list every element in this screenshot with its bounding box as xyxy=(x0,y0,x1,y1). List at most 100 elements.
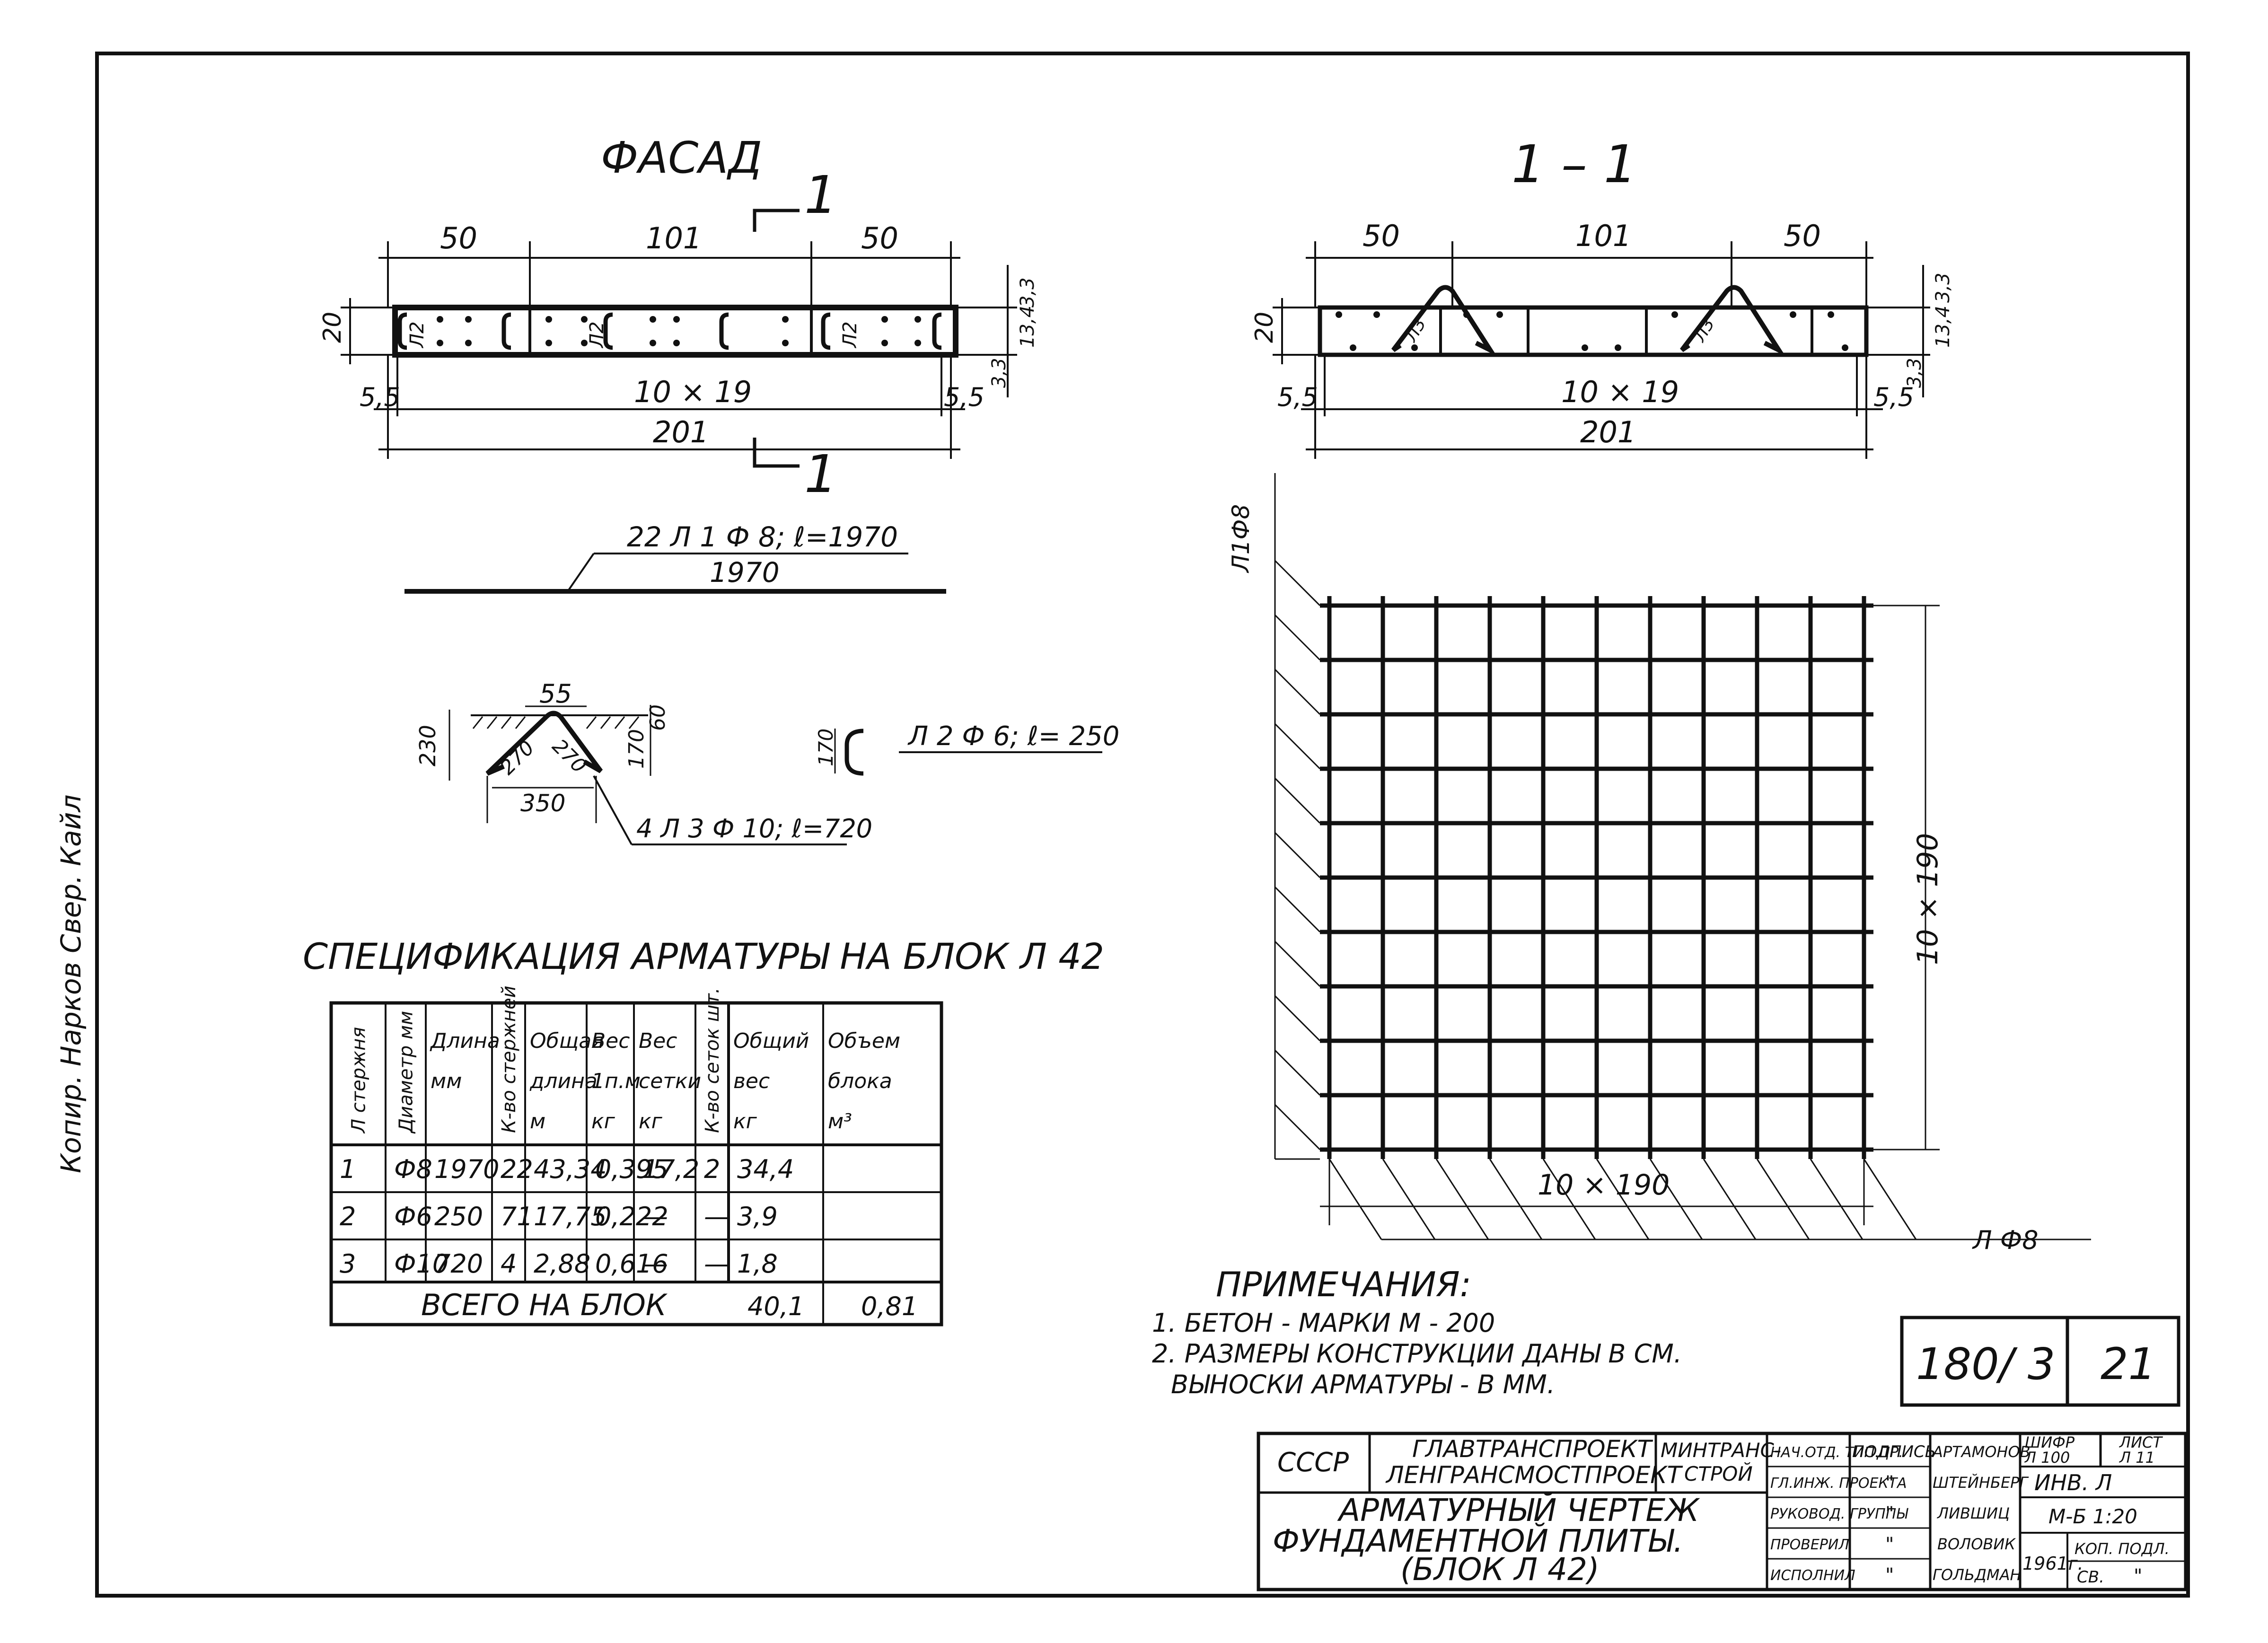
mesh-plan: Л1Ф8 Л Ф8 10 × 190 10 × 190 xyxy=(1227,473,2091,1255)
spec-cell-r2-c7: — xyxy=(642,1202,668,1231)
tb-country: СССР xyxy=(1277,1447,1349,1478)
spec-cell-r1-c6: 0,395 xyxy=(595,1154,668,1184)
bar1-length: 1970 xyxy=(710,556,780,589)
bar3-leg-right: 270 xyxy=(548,734,591,777)
mesh-projection-bottom xyxy=(1435,1159,1489,1240)
spec-cell-r1-c7: 17,2 xyxy=(642,1154,699,1184)
bar3-right-top: 60 xyxy=(646,704,670,731)
section-dim-right-3: 3,3 xyxy=(1904,358,1925,388)
facade-dim-right-2: 13,4 xyxy=(1017,306,1038,348)
section-edge-right: 5,5 xyxy=(1873,382,1914,412)
mesh-projection-bottom xyxy=(1810,1159,1864,1240)
spec-cell-r1-c2: Ф8 xyxy=(394,1154,432,1184)
spec-cell-r3-c4: 4 xyxy=(501,1249,517,1279)
spec-header-8: К-во сеток шт. xyxy=(702,988,723,1133)
bar3-left: 230 xyxy=(415,725,440,766)
tb-name-4: ВОЛОВИК xyxy=(1937,1535,2016,1553)
bar3-detail: 55 230 60 170 270 270 350 4 Л 3 Ф 10; ℓ=… xyxy=(415,679,872,845)
section-edge-left: 5,5 xyxy=(1277,382,1318,412)
bar2-callout: Л 2 Ф 6; ℓ= 250 xyxy=(907,721,1119,752)
facade-title: ФАСАД xyxy=(601,132,762,183)
mesh-projection-left xyxy=(1274,940,1321,987)
bar3-top: 55 xyxy=(539,679,572,709)
mesh-projection-bottom xyxy=(1756,1159,1810,1240)
spec-header-4: К-во стержней xyxy=(498,985,520,1133)
spec-cell-r2-c2: Ф6 xyxy=(394,1202,432,1231)
mesh-projection-left xyxy=(1274,614,1321,661)
bar2-shape xyxy=(844,729,864,776)
tb-copy-val: СВ. xyxy=(2077,1568,2104,1587)
tb-copy-mark: " xyxy=(2134,1565,2142,1587)
facade-bar-mark-2: Л2 xyxy=(586,321,608,349)
section-dim-right-2: 13,4 xyxy=(1932,306,1954,348)
bar1-detail: 22 Л 1 Ф 8; ℓ=1970 1970 xyxy=(404,521,946,594)
spec-cell-r1-c1: 1 xyxy=(340,1154,356,1184)
spec-table: СПЕЦИФИКАЦИЯ АРМАТУРЫ НА БЛОК Л 42 Л сте… xyxy=(303,935,1104,1327)
tb-list-label: ЛИСТ xyxy=(2119,1433,2163,1451)
mesh-projection-bottom xyxy=(1382,1159,1436,1240)
bar3-right: 170 xyxy=(624,729,649,769)
tb-role-1: НАЧ.ОТД. ТИП.ПР. xyxy=(1770,1444,1903,1461)
spec-total-volume: 0,81 xyxy=(861,1292,918,1321)
facade-dim-top-3: 50 xyxy=(861,221,898,255)
spec-cell-r2-c5: 17,75 xyxy=(534,1202,607,1231)
spec-cell-r3-c1: 3 xyxy=(340,1249,356,1279)
bar2-height: 170 xyxy=(814,729,837,766)
facade-hooks xyxy=(397,312,942,350)
mesh-dim-bottom: 10 × 190 xyxy=(1538,1169,1670,1202)
spec-cell-r2-c9: 3,9 xyxy=(737,1202,778,1231)
tb-year: 1961г. xyxy=(2022,1553,2083,1574)
tb-sign-1: " xyxy=(1885,1472,1894,1494)
mesh-projection-left xyxy=(1274,1049,1321,1096)
spec-cell-r1-c5: 43,34 xyxy=(534,1154,607,1184)
mesh-bar-label-top: Л1Ф8 xyxy=(1227,504,1255,573)
facade-view: ФАСАД 1 1 50 101 50 xyxy=(318,132,1038,504)
note-2: 2. РАЗМЕРЫ КОНСТРУКЦИИ ДАНЫ В СМ. xyxy=(1152,1339,1682,1369)
tb-list: Л 11 xyxy=(2119,1449,2155,1467)
mesh-projection-left xyxy=(1274,668,1321,715)
facade-bar-mark-3: Л2 xyxy=(839,321,861,349)
facade-dim-right-3: 3,3 xyxy=(988,358,1010,388)
spec-cell-r3-c9: 1,8 xyxy=(737,1249,778,1279)
tb-org2: ЛЕНГРАНСМОСТПРОЕКТ xyxy=(1385,1461,1683,1489)
spec-header-1: Л стержня xyxy=(348,1027,370,1134)
spec-cell-r2-c3: 250 xyxy=(434,1202,483,1231)
mesh-bar-label-bottom: Л Ф8 xyxy=(1972,1225,2039,1255)
spec-cell-r2-c4: 71 xyxy=(501,1202,533,1231)
tb-copy-label: КОП. ПОДЛ. xyxy=(2075,1540,2170,1558)
section-dim-right-1: 3,3 xyxy=(1932,272,1954,303)
facade-edge-right: 5,5 xyxy=(944,382,985,412)
mesh-projection-bottom xyxy=(1596,1159,1650,1240)
margin-note: Копир. Нарков Свер. Кайл xyxy=(55,794,87,1173)
tb-org1: ГЛАВТРАНСПРОЕКТ xyxy=(1412,1435,1653,1463)
spec-cell-r2-c6: 0,222 xyxy=(595,1202,668,1231)
tb-ministry1: МИНТРАНС- xyxy=(1661,1439,1781,1462)
facade-slab xyxy=(392,305,958,358)
section-view: 1 – 1 50 101 50 Л3 Л3 20 3, xyxy=(1250,134,1954,459)
section-mark-bottom: 1 xyxy=(804,444,837,504)
section-total: 201 xyxy=(1580,415,1636,449)
section-spacing: 10 × 19 xyxy=(1561,375,1679,409)
tb-title2: ФУНДАМЕНТНОЙ ПЛИТЫ. xyxy=(1273,1522,1683,1559)
spec-total-weight: 40,1 xyxy=(747,1292,804,1321)
sheet-number: 21 xyxy=(2101,1339,2156,1389)
section-slab xyxy=(1318,305,1869,357)
facade-spacing: 10 × 19 xyxy=(634,375,752,409)
tb-sign-header: ПОДПИСЬ xyxy=(1852,1442,1936,1461)
spec-cell-r2-c1: 2 xyxy=(340,1202,356,1231)
spec-cell-r3-c8: — xyxy=(704,1249,730,1279)
section-bar-mark-1: Л3 xyxy=(1401,315,1430,346)
sheet-border xyxy=(95,52,2190,1598)
section-arrow-top xyxy=(753,209,800,232)
tb-title3: (БЛОК Л 42) xyxy=(1400,1551,1600,1588)
section-dim-top-3: 50 xyxy=(1784,219,1821,253)
spec-cell-r3-c5: 2,88 xyxy=(534,1249,590,1279)
spec-cell-r1-c8: 2 xyxy=(704,1154,720,1184)
spec-total-label: ВСЕГО НА БЛОК xyxy=(421,1288,668,1322)
section-bent-bars xyxy=(1391,285,1785,356)
section-dim-top-1: 50 xyxy=(1363,219,1400,253)
